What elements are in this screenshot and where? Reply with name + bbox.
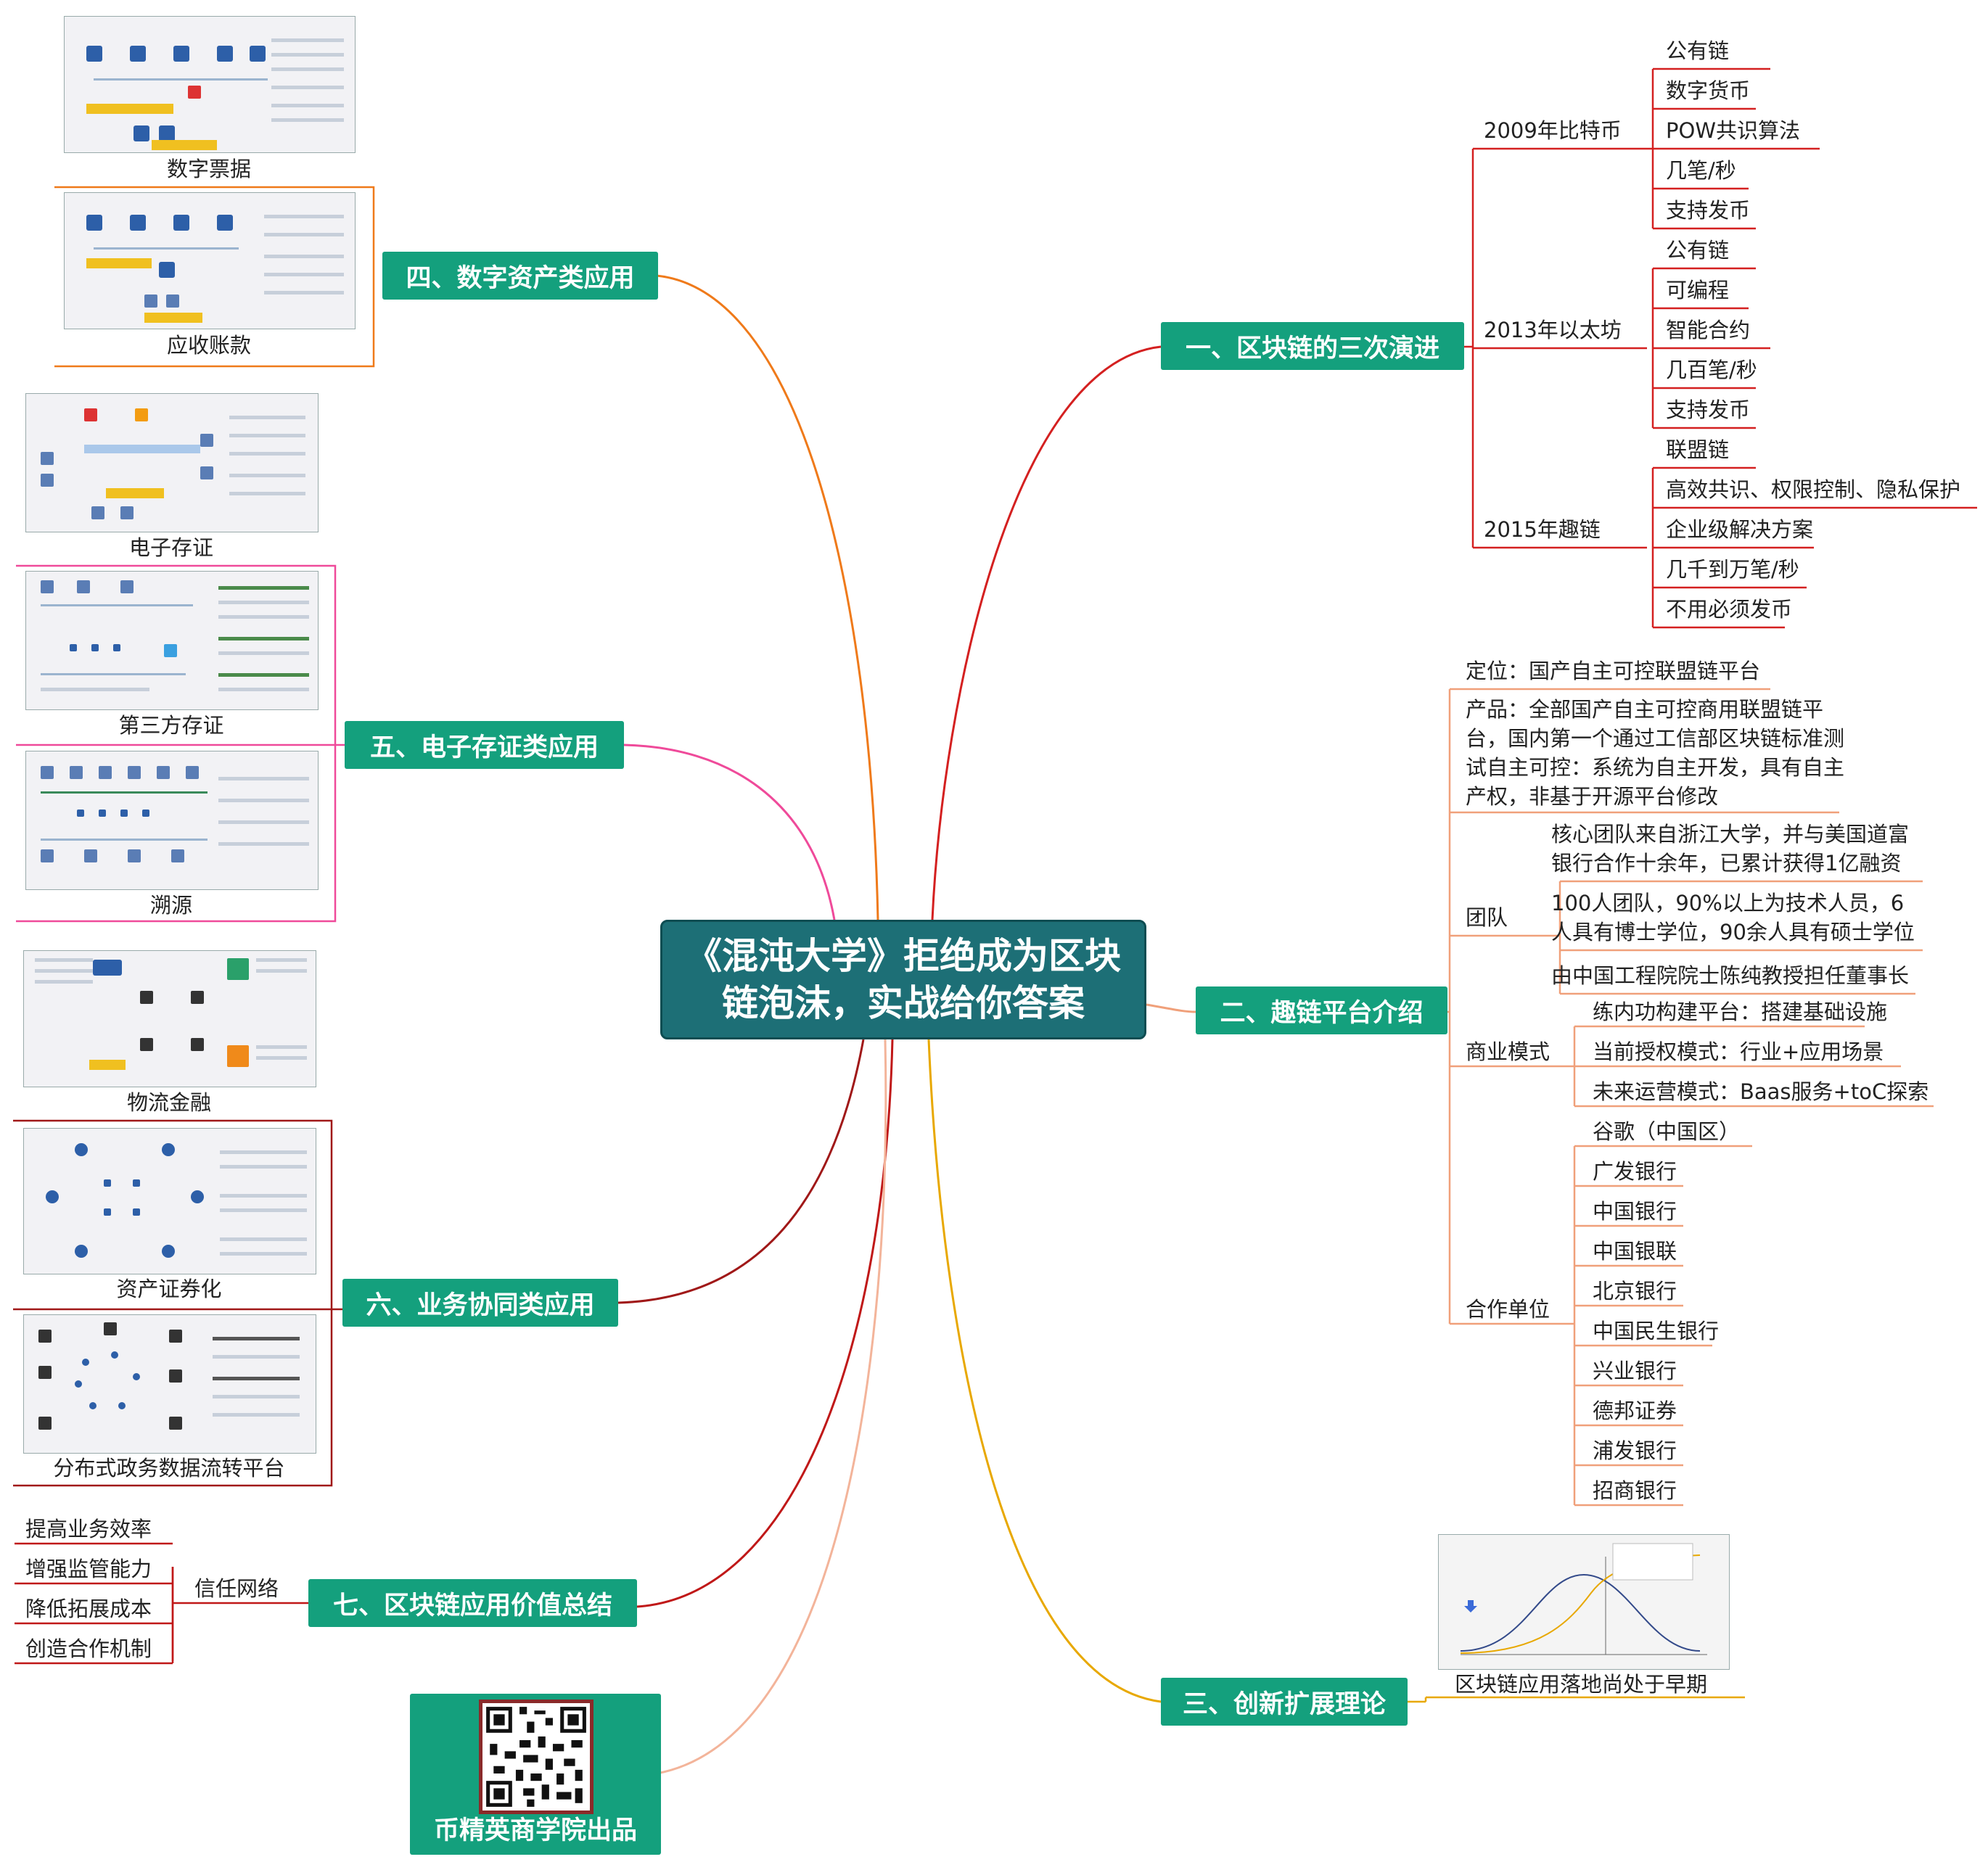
caption-third-party-evidence[interactable]: 第三方存证 (118, 713, 224, 738)
traceability-image (25, 751, 319, 890)
partner-item[interactable]: 中国民生银行 (1593, 1319, 1720, 1343)
topic-business-collab[interactable]: 六、业务协同类应用 (342, 1279, 618, 1327)
partner-item[interactable]: 广发银行 (1593, 1159, 1677, 1184)
partner-item[interactable]: 浦发银行 (1593, 1438, 1677, 1463)
leaf-item[interactable]: 企业级解决方案 (1666, 517, 1814, 542)
leaf-item[interactable]: 可编程 (1666, 278, 1730, 302)
caption-receivables[interactable]: 应收账款 (166, 333, 251, 358)
branch5-lines (16, 564, 345, 923)
topic-digital-assets[interactable]: 四、数字资产类应用 (382, 252, 658, 300)
positioning-text[interactable]: 定位：国产自主可控联盟链平台 (1466, 659, 1761, 683)
digital-bill-image (64, 16, 356, 153)
partner-item[interactable]: 德邦证券 (1593, 1398, 1677, 1423)
team-item[interactable]: 由中国工程院院士陈纯教授担任董事长 (1551, 963, 1910, 988)
trust-network-label[interactable]: 信任网络 (194, 1576, 279, 1601)
biz-label[interactable]: 商业模式 (1466, 1039, 1550, 1064)
branch2-lines (1447, 688, 1934, 1507)
leaf-item[interactable]: 联盟链 (1666, 437, 1730, 462)
caption-asset-securitization[interactable]: 资产证券化 (116, 1277, 222, 1301)
leaf-item[interactable]: 智能合约 (1666, 318, 1751, 342)
leaf-item[interactable]: 公有链 (1666, 238, 1730, 263)
partner-item[interactable]: 谷歌（中国区） (1593, 1119, 1741, 1144)
adoption-curve-image (1438, 1534, 1730, 1670)
connector-b6 (617, 1039, 865, 1304)
partner-item[interactable]: 北京银行 (1593, 1279, 1677, 1303)
topic-innovation-theory[interactable]: 三、创新扩展理论 (1161, 1678, 1408, 1726)
connector-b1 (931, 345, 1162, 920)
adoption-caption[interactable]: 区块链应用落地尚处于早期 (1455, 1672, 1708, 1697)
caption-logistics-finance[interactable]: 物流金融 (126, 1090, 211, 1115)
partner-item[interactable]: 兴业银行 (1593, 1359, 1677, 1383)
caption-gov-data-platform[interactable]: 分布式政务数据流转平台 (53, 1456, 285, 1480)
biz-item[interactable]: 当前授权模式：行业+应用场景 (1593, 1039, 1884, 1064)
central-topic[interactable]: 《混沌大学》拒绝成为区块链泡沫，实战给你答案 (660, 920, 1146, 1039)
logistics-finance-image (23, 950, 316, 1087)
partners-label[interactable]: 合作单位 (1466, 1297, 1550, 1322)
leaf-item[interactable]: 几百笔/秒 (1666, 358, 1757, 382)
leaf-item[interactable]: 几千到万笔/秒 (1666, 557, 1799, 582)
leaf-item[interactable]: 几笔/秒 (1666, 158, 1736, 183)
asset-securitization-image (23, 1128, 316, 1274)
connector-b2 (1146, 1003, 1196, 1013)
leaf-item[interactable]: 公有链 (1666, 38, 1730, 63)
topic-evidence-storage[interactable]: 五、电子存证类应用 (345, 721, 624, 769)
group-ethereum[interactable]: 2013年以太坊 (1484, 318, 1622, 342)
branch6-lines (13, 1119, 342, 1487)
partner-item[interactable]: 中国银行 (1593, 1199, 1677, 1224)
connector-b5 (623, 743, 836, 920)
connector-footer (656, 1039, 887, 1775)
partner-item[interactable]: 中国银联 (1593, 1239, 1677, 1264)
team-item[interactable]: 核心团队来自浙江大学，并与美国道富银行合作十余年，已累计获得1亿融资 (1551, 822, 1910, 876)
qr-code-icon (479, 1700, 593, 1814)
team-label[interactable]: 团队 (1466, 905, 1508, 930)
caption-digital-bill[interactable]: 数字票据 (166, 157, 251, 181)
connector-b7 (636, 1039, 894, 1608)
topic-value-summary[interactable]: 七、区块链应用价值总结 (308, 1579, 637, 1627)
value-item[interactable]: 创造合作机制 (25, 1636, 152, 1661)
e-evidence-image (25, 393, 319, 532)
branch1-lines (1464, 67, 1977, 629)
connector-b3 (927, 1039, 1162, 1703)
biz-item[interactable]: 练内功构建平台：搭建基础设施 (1593, 1000, 1888, 1024)
biz-item[interactable]: 未来运营模式：Baas服务+toC探索 (1593, 1079, 1929, 1104)
leaf-item[interactable]: POW共识算法 (1666, 118, 1800, 143)
caption-traceability[interactable]: 溯源 (149, 893, 192, 918)
branch7-lines (15, 1542, 308, 1665)
product-text[interactable]: 产品：全部国产自主可控商用联盟链平台，国内第一个通过工信部区块链标准测试自主可控… (1466, 697, 1845, 809)
team-item[interactable]: 100人团队，90%以上为技术人员，6人具有博士学位，90余人具有硕士学位 (1551, 891, 1915, 944)
third-party-evidence-image (25, 571, 319, 710)
value-item[interactable]: 增强监管能力 (25, 1557, 152, 1581)
connector-b4 (656, 274, 879, 920)
leaf-item[interactable]: 支持发币 (1666, 397, 1751, 422)
gov-data-platform-image (23, 1314, 316, 1454)
topic-qulian-platform[interactable]: 二、趣链平台介绍 (1196, 986, 1447, 1034)
leaf-item[interactable]: 数字货币 (1666, 78, 1751, 103)
leaf-item[interactable]: 高效共识、权限控制、隐私保护 (1666, 477, 1961, 502)
branch3-lines (1408, 1696, 1745, 1703)
leaf-item[interactable]: 不用必须发币 (1666, 597, 1793, 622)
group-qulian[interactable]: 2015年趣链 (1484, 517, 1601, 542)
caption-e-evidence[interactable]: 电子存证 (128, 535, 213, 560)
receivables-image (64, 192, 356, 329)
value-item[interactable]: 提高业务效率 (25, 1517, 152, 1541)
value-item[interactable]: 降低拓展成本 (25, 1597, 152, 1621)
partner-item[interactable]: 招商银行 (1593, 1478, 1677, 1503)
leaf-item[interactable]: 支持发币 (1666, 198, 1751, 223)
footer-label: 币精英商学院出品 (433, 1816, 637, 1845)
topic-evolution[interactable]: 一、区块链的三次演进 (1161, 322, 1464, 370)
group-bitcoin[interactable]: 2009年比特币 (1484, 118, 1622, 143)
